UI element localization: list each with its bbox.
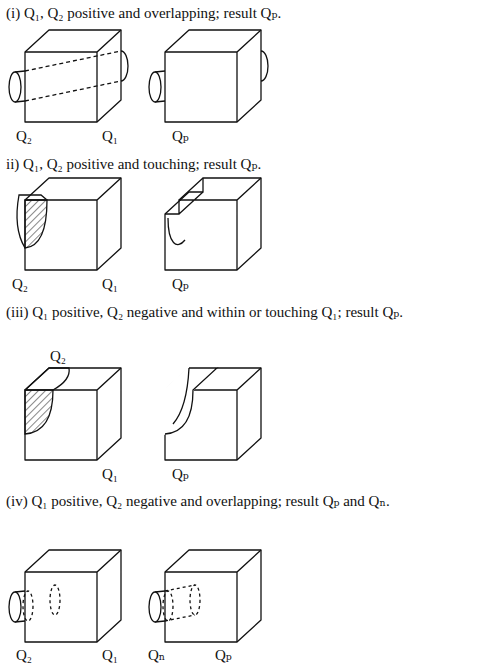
solid-label: Q₂ (12, 276, 28, 292)
solid-label: Qₚ (172, 128, 189, 144)
case-heading: (iv) Q₁ positive, Q₂ negative and overla… (6, 492, 426, 510)
solid-label: Qₚ (172, 276, 189, 292)
solid-label: Q₂ (50, 348, 66, 364)
solid-label: Qₙ (148, 647, 165, 663)
solid-label: Q₁ (102, 128, 118, 144)
solid-label: Q₂ (16, 647, 32, 663)
solid-label: Q₁ (102, 466, 118, 482)
solid-label: Qₚ (172, 466, 189, 482)
solid-label: Q₂ (16, 128, 32, 144)
case-heading: (iii) Q₁ positive, Q₂ negative and withi… (6, 303, 426, 321)
solid-label: Q₁ (102, 647, 118, 663)
solid-label: Q₁ (102, 276, 118, 292)
case-heading: ii) Q₁, Q₂ positive and touching; result… (6, 155, 426, 173)
solid-label: Qₚ (215, 647, 232, 663)
case-heading: (i) Q₁, Q₂ positive and overlapping; res… (6, 4, 426, 22)
